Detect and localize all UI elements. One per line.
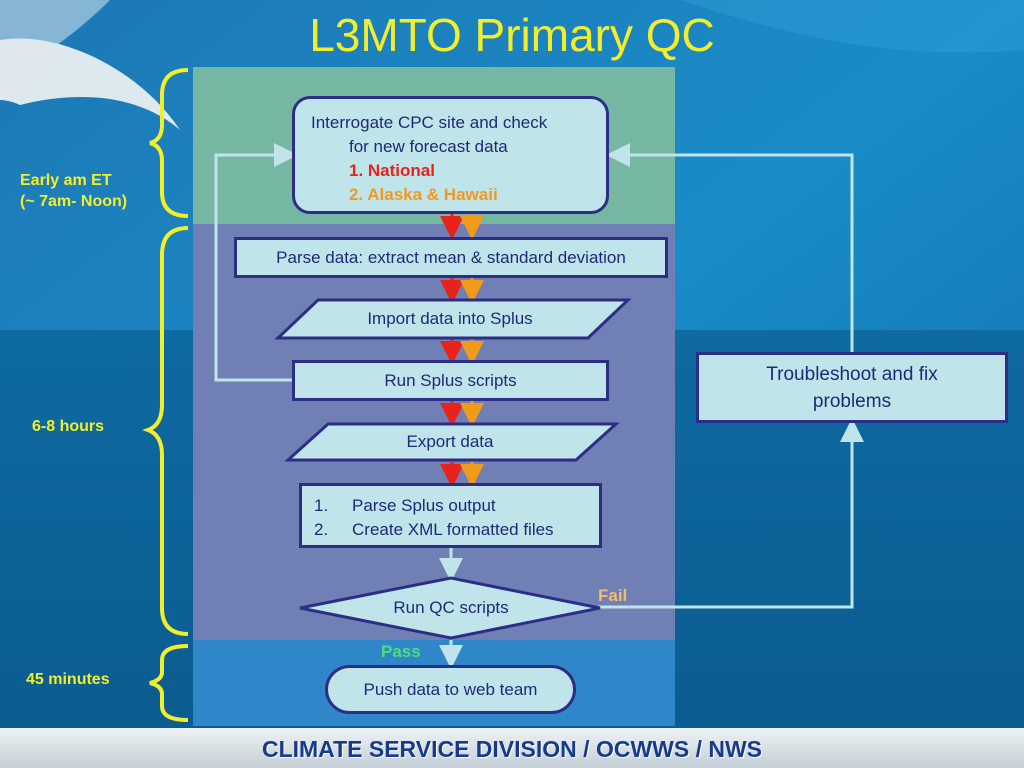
export-shape bbox=[284, 422, 620, 462]
interrogate-line1: Interrogate CPC site and check bbox=[311, 113, 548, 132]
post-process-box: 1.Parse Splus output 2.Create XML format… bbox=[299, 483, 602, 548]
qc-shape bbox=[299, 576, 601, 640]
interrogate-alaska-hawaii: 2. Alaska & Hawaii bbox=[349, 185, 498, 204]
push-box: Push data to web team bbox=[325, 665, 576, 714]
post-step-1: 1.Parse Splus output bbox=[314, 496, 496, 515]
troubleshoot-box: Troubleshoot and fix problems bbox=[696, 352, 1008, 423]
export-label: Export data bbox=[406, 432, 494, 451]
fail-label: Fail bbox=[598, 586, 628, 605]
interrogate-line2: for new forecast data bbox=[349, 137, 508, 156]
label-early: Early am ET (~ 7am- Noon) bbox=[20, 170, 127, 212]
footer-text: CLIMATE SERVICE DIVISION / OCWWS / NWS bbox=[261, 736, 763, 762]
post-step-2: 2.Create XML formatted files bbox=[314, 520, 554, 539]
pass-label: Pass bbox=[381, 642, 421, 661]
label-early-line1: Early am ET bbox=[20, 172, 112, 189]
label-minutes: 45 minutes bbox=[26, 671, 110, 688]
brace-hours bbox=[142, 226, 189, 636]
label-early-line2: (~ 7am- Noon) bbox=[20, 193, 128, 210]
import-shape bbox=[274, 298, 632, 340]
slide-title: L3MTO Primary QC bbox=[309, 9, 715, 61]
import-label: Import data into Splus bbox=[367, 309, 533, 328]
interrogate-box: Interrogate CPC site and check for new f… bbox=[292, 96, 609, 214]
run-qc-label: Run QC scripts bbox=[393, 598, 509, 617]
parse-box: Parse data: extract mean & standard devi… bbox=[234, 237, 668, 278]
brace-early bbox=[149, 68, 189, 218]
interrogate-national: 1. National bbox=[349, 161, 435, 180]
label-hours: 6-8 hours bbox=[32, 418, 105, 435]
run-splus-box: Run Splus scripts bbox=[292, 360, 609, 401]
brace-minutes bbox=[149, 644, 189, 722]
